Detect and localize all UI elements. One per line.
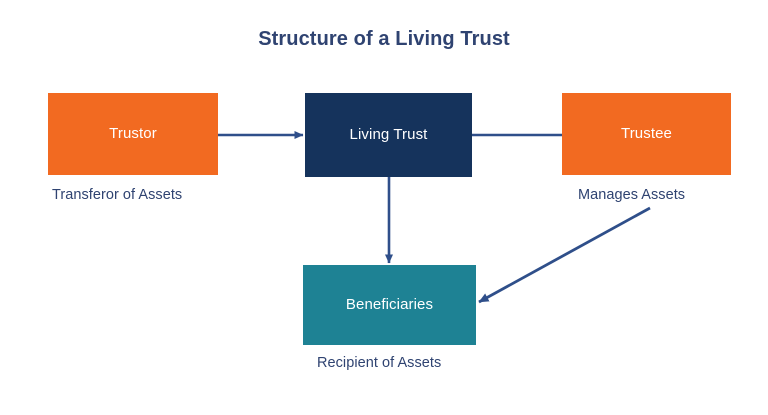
caption-trustor: Transferor of Assets: [52, 187, 183, 203]
node-trustee[interactable]: Trustee: [562, 93, 731, 175]
page-title: Structure of a Living Trust: [258, 28, 510, 50]
caption-trustee: Manages Assets: [578, 187, 686, 203]
connector-trustee-to-beneficiaries: [478, 206, 651, 304]
node-trustee-label: Trustee: [621, 125, 672, 142]
node-trustor-label: Trustor: [109, 125, 157, 142]
caption-beneficiaries: Recipient of Assets: [317, 355, 442, 371]
node-beneficiaries-label: Beneficiaries: [345, 296, 434, 313]
node-beneficiaries[interactable]: Beneficiaries: [303, 265, 476, 345]
node-trustor[interactable]: Trustor: [48, 93, 218, 175]
node-living-trust[interactable]: Living Trust: [305, 93, 472, 177]
node-living-trust-label: Living Trust: [349, 126, 428, 143]
